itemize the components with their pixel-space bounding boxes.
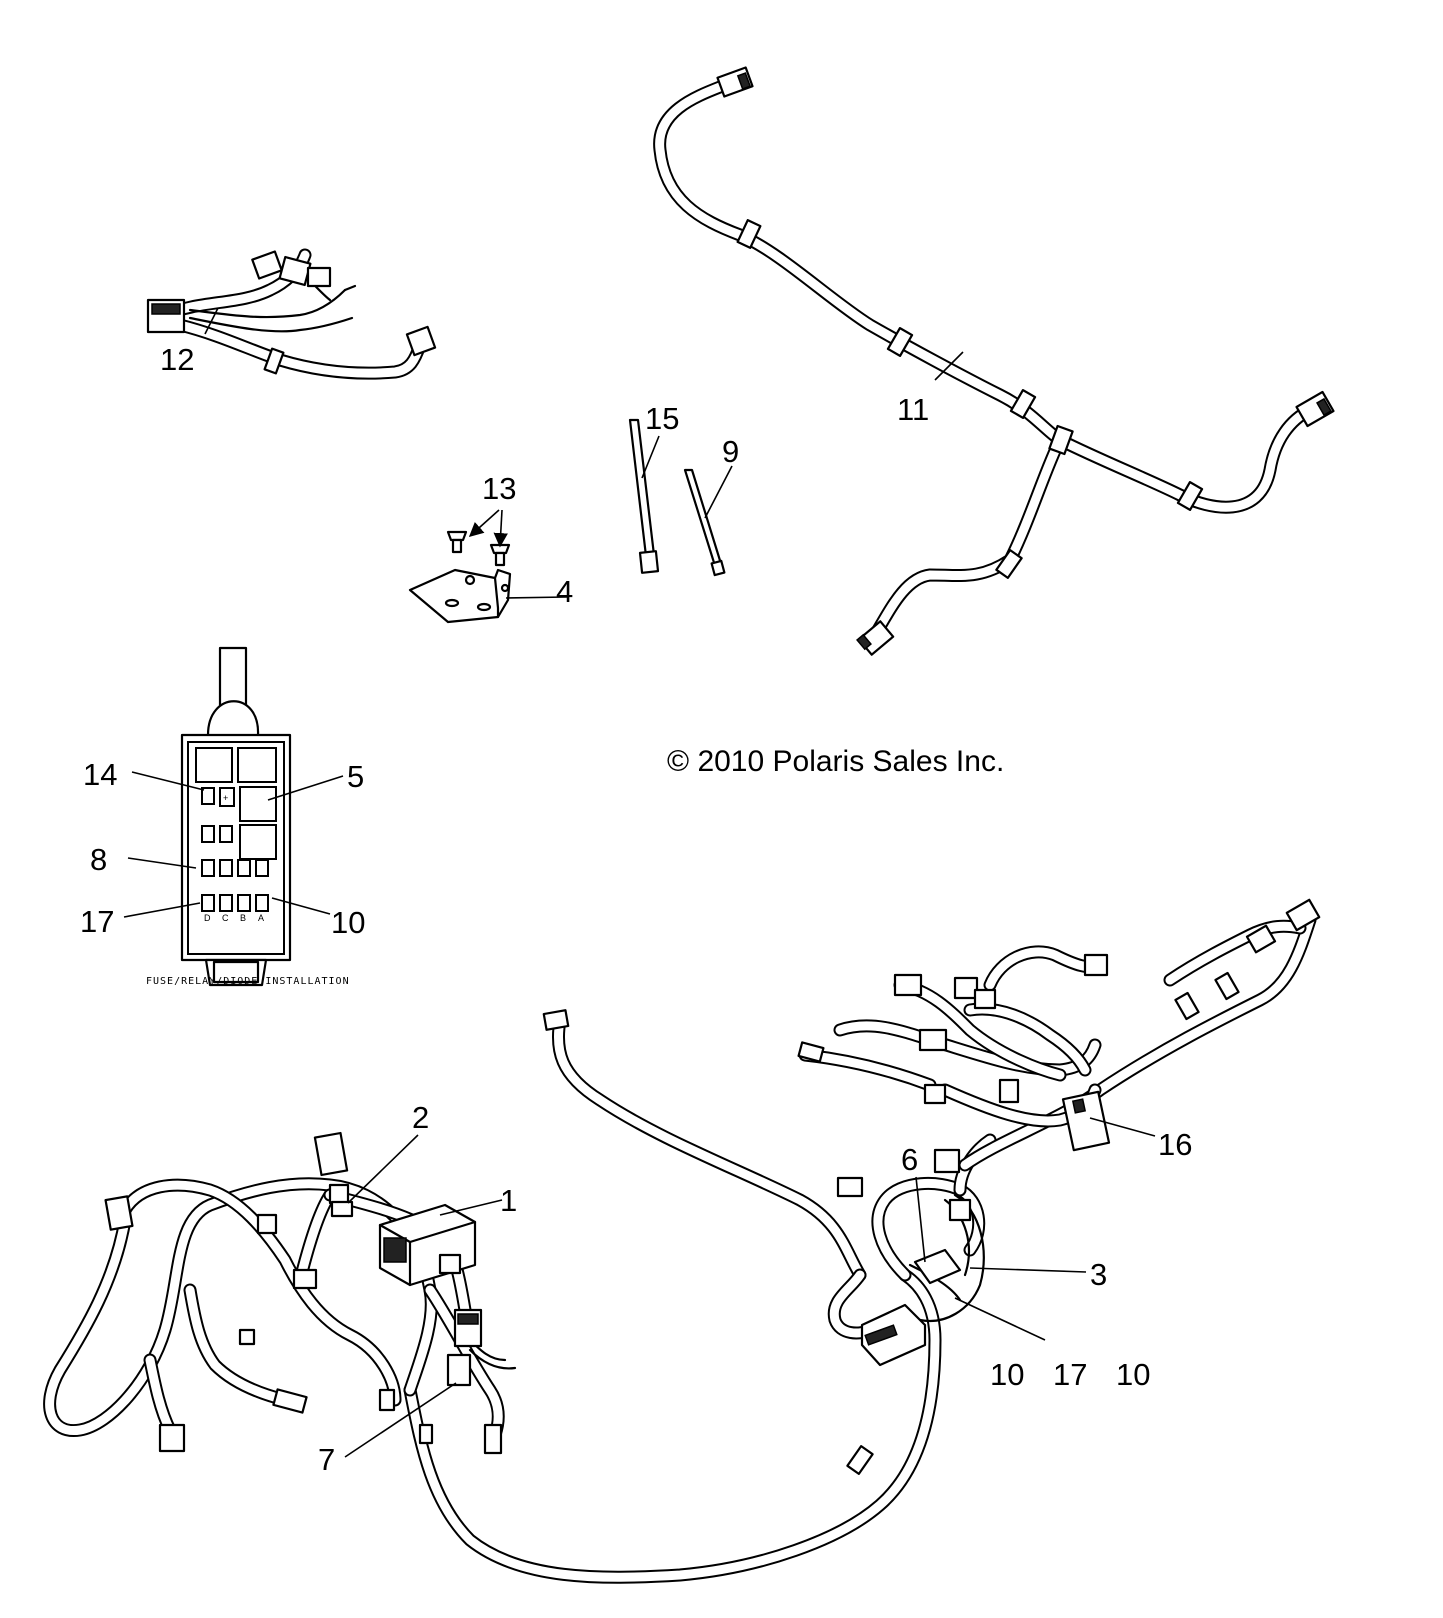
fuse-box-caption: FUSE/RELAY/DIODE INSTALLATION: [146, 976, 350, 987]
callout-14: 14: [83, 757, 117, 792]
copyright-notice: © 2010 Polaris Sales Inc.: [667, 745, 1004, 778]
cable-tie-part-9: [683, 468, 726, 577]
callout-7: 7: [318, 1442, 335, 1477]
callout-13: 13: [482, 471, 516, 506]
callout-16: 16: [1158, 1127, 1192, 1162]
callout-6: 6: [901, 1142, 918, 1177]
callout-3: 3: [1090, 1257, 1107, 1292]
callout-9: 9: [722, 434, 739, 469]
sub-harness-part-12: [146, 248, 437, 380]
callout-12: 12: [160, 342, 194, 377]
callout-11: 11: [897, 392, 929, 427]
callout-15: 15: [645, 401, 679, 436]
callout-8: 8: [90, 842, 107, 877]
callout-17-fuse-box: 17: [80, 904, 114, 939]
callout-17-harness: 17: [1053, 1357, 1087, 1392]
slot-letter-a: A: [258, 913, 264, 923]
callout-5: 5: [347, 759, 364, 794]
callout-4: 4: [556, 574, 573, 609]
bracket-part-4: [408, 568, 512, 624]
callout-10-harness-right: 10: [1116, 1357, 1150, 1392]
slot-letter-b: B: [240, 913, 246, 923]
callout-2: 2: [412, 1100, 429, 1135]
fuse-relay-box: + D C B A FUSE/RELAY/DIODE INSTALLATION: [146, 646, 350, 987]
main-harness: [43, 898, 1321, 1584]
callout-10-harness-left: 10: [990, 1357, 1024, 1392]
callouts: 1 2 3 4 5 6 7 8 9 10 10 10 11 12 13 14 1…: [80, 342, 1192, 1477]
slot-letter-d: D: [204, 913, 211, 923]
svg-text:+: +: [223, 793, 228, 803]
slot-letter-c: C: [222, 913, 229, 923]
rear-harness-part-11: [653, 66, 1335, 656]
leader-lines: [123, 307, 1156, 1458]
callout-10-fuse-box: 10: [331, 905, 365, 940]
cable-tie-part-15: [628, 418, 660, 574]
callout-1: 1: [500, 1183, 517, 1218]
